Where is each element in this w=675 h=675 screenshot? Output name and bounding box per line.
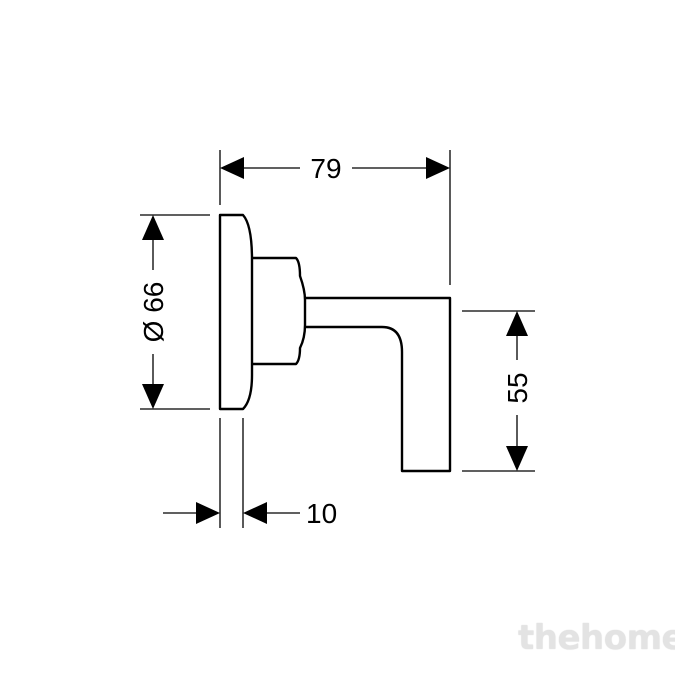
height-arrow-top	[506, 311, 528, 336]
width-arrow-right	[426, 157, 450, 179]
height-arrow-bottom	[506, 446, 528, 471]
dimension-lines	[140, 150, 535, 528]
diameter-arrow-top	[142, 215, 164, 240]
diameter-dimension-label: Ø 66	[138, 282, 169, 343]
thickness-dimension-label: 10	[306, 498, 337, 529]
thickness-arrow-left	[196, 502, 220, 524]
thickness-arrow-right	[243, 502, 267, 524]
handle-collar	[252, 256, 307, 366]
dimension-labels: 79 Ø 66 55 10	[138, 153, 533, 529]
lever-handle	[305, 296, 452, 473]
product-outline	[218, 213, 452, 473]
width-arrow-left	[220, 157, 244, 179]
rosette-plate	[218, 213, 254, 411]
watermark-logo: thehome	[518, 618, 675, 658]
diameter-arrow-bottom	[142, 384, 164, 409]
height-dimension-label: 55	[502, 372, 533, 403]
dimension-arrows	[142, 157, 528, 524]
width-dimension-label: 79	[310, 153, 341, 184]
